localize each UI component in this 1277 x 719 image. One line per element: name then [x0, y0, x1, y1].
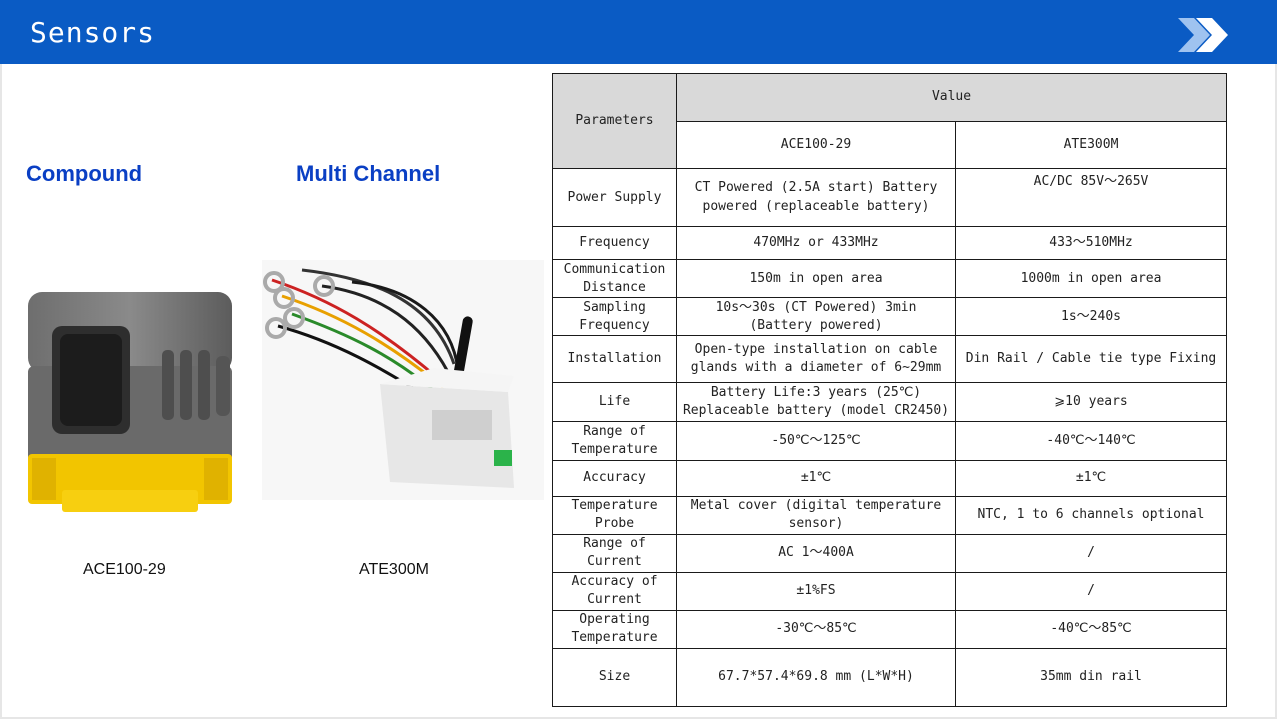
- spec-table: Parameters Value ACE100-29 ATE300M Power…: [552, 72, 1228, 708]
- value-cell-ate: -40℃～85℃: [954, 609, 1228, 649]
- double-chevron-right-icon: [1178, 18, 1228, 52]
- value-cell-ace: 150m in open area: [676, 259, 956, 299]
- param-cell: Temperature Probe: [552, 495, 677, 535]
- value-cell-ace: Metal cover (digital temperature sensor): [676, 495, 956, 535]
- value-cell-ace: 10s～30s (CT Powered) 3min (Battery power…: [676, 297, 956, 337]
- value-cell-ate: ±1℃: [954, 459, 1228, 497]
- value-cell-ate: Din Rail / Cable tie type Fixing: [954, 335, 1228, 384]
- frame-left: [0, 64, 2, 719]
- value-cell-ace: ±1%FS: [676, 571, 956, 611]
- param-cell: Size: [552, 647, 677, 708]
- product-title-multi-channel: Multi Channel: [296, 161, 441, 186]
- value-cell-ace: -50℃～125℃: [676, 421, 956, 461]
- value-cell-ate: 1000m in open area: [954, 259, 1228, 299]
- value-cell-ace: Open-type installation on cable glands w…: [676, 335, 956, 384]
- header-value: Value: [675, 72, 1228, 123]
- product-title-compound: Compound: [26, 161, 143, 186]
- param-cell: Operating Temperature: [552, 609, 677, 649]
- value-cell-ace: AC 1～400A: [676, 533, 956, 573]
- value-cell-ace: CT Powered (2.5A start) Battery powered …: [676, 168, 956, 228]
- value-cell-ate: -40℃～140℃: [954, 421, 1228, 461]
- param-cell: Sampling Frequency: [552, 297, 677, 337]
- value-cell-ace: 67.7*57.4*69.8 mm (L*W*H): [676, 647, 956, 708]
- value-cell-ace: 470MHz or 433MHz: [676, 226, 956, 261]
- param-cell: Accuracy of Current: [552, 571, 677, 611]
- header-bar: Sensors: [0, 0, 1277, 64]
- frame-bottom: [0, 717, 1277, 719]
- param-cell: Frequency: [552, 226, 677, 261]
- product-caption-ace100-29: ACE100-29: [83, 561, 166, 578]
- value-cell-ate: /: [954, 533, 1228, 573]
- value-cell-ate: 35mm din rail: [954, 647, 1228, 708]
- param-cell: Range of Current: [552, 533, 677, 573]
- page-title: Sensors: [30, 16, 156, 49]
- value-cell-ate: /: [954, 571, 1228, 611]
- ace100-29-sensor-image: [28, 292, 232, 512]
- param-cell: Range of Temperature: [552, 421, 677, 461]
- value-cell-ace: Battery Life:3 years (25℃) Replaceable b…: [676, 382, 956, 423]
- value-cell-ace: -30℃～85℃: [676, 609, 956, 649]
- frame-right: [1275, 64, 1277, 719]
- value-cell-ate: ⩾10 years: [954, 382, 1228, 423]
- product-caption-ate300m: ATE300M: [359, 561, 429, 578]
- header-parameters: Parameters: [552, 72, 677, 170]
- value-cell-ate: 433～510MHz: [954, 226, 1228, 261]
- value-cell-ate: 1s～240s: [954, 297, 1228, 337]
- param-cell: Power Supply: [552, 168, 677, 228]
- param-cell: Installation: [552, 335, 677, 384]
- param-cell: Communication Distance: [552, 259, 677, 299]
- value-cell-ate: NTC, 1 to 6 channels optional: [954, 495, 1228, 535]
- value-cell-ate: AC/DC 85V～265V: [954, 168, 1228, 228]
- param-cell: Life: [552, 382, 677, 423]
- header-col-ace100-29: ACE100-29: [676, 121, 956, 170]
- ate300m-sensor-image: [262, 260, 544, 500]
- param-cell: Accuracy: [552, 459, 677, 497]
- header-col-ate300m: ATE300M: [954, 121, 1228, 170]
- value-cell-ace: ±1℃: [676, 459, 956, 497]
